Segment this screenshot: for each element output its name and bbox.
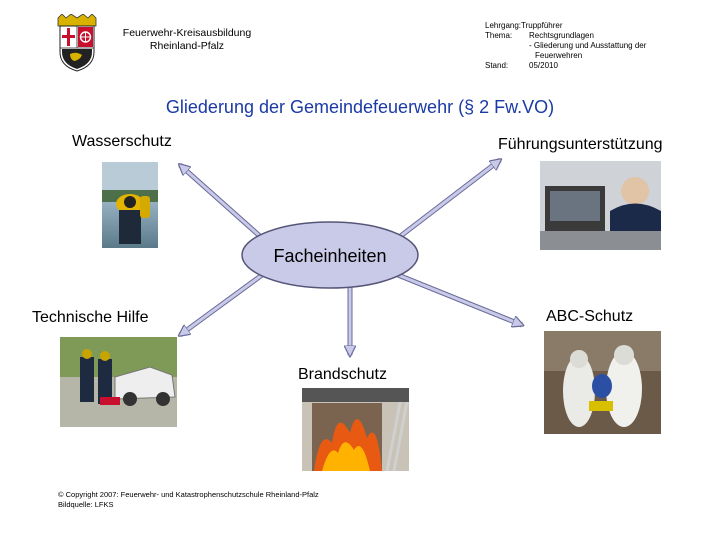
coat-of-arms-icon [52, 13, 102, 72]
topic-label: Thema: [485, 31, 513, 40]
date-label: Stand: [485, 61, 509, 70]
diver-photo [102, 162, 158, 248]
fire-photo [302, 388, 409, 471]
org-line-1: Feuerwehr-Kreisausbildung [122, 27, 252, 39]
course-info: Lehrgang: Truppführer Thema: Rechtsgrund… [485, 21, 685, 71]
command-photo [540, 161, 661, 250]
label-technische-hilfe: Technische Hilfe [32, 309, 149, 326]
label-abc: ABC-Schutz [546, 308, 634, 325]
footer: © Copyright 2007: Feuerwehr- und Katastr… [58, 490, 319, 510]
center-label: Facheinheiten [273, 245, 387, 266]
hazmat-photo [544, 331, 661, 434]
date-value: 05/2010 [529, 61, 558, 70]
rescue-photo [60, 337, 177, 427]
topic-line-3: Feuerwehren [535, 51, 583, 60]
center-ellipse [241, 221, 419, 289]
image-source-text: Bildquelle: LFKS [58, 500, 114, 509]
course-label: Lehrgang: [485, 21, 522, 30]
org-line-2: Rheinland-Pfalz [149, 40, 225, 52]
slide-title: Gliederung der Gemeindefeuerwehr (§ 2 Fw… [165, 97, 555, 117]
label-wasserschutz: Wasserschutz [72, 133, 172, 150]
copyright-text: © Copyright 2007: Feuerwehr- und Katastr… [58, 490, 319, 499]
label-brandschutz: Brandschutz [298, 366, 387, 383]
org-header: Feuerwehr-Kreisausbildung Rheinland-Pfal… [117, 27, 257, 53]
topic-line-1: Rechtsgrundlagen [529, 31, 594, 40]
course-value: Truppführer [521, 21, 563, 30]
label-fuehrung: Führungsunterstützung [498, 136, 663, 153]
topic-line-2: - Gliederung und Ausstattung der [529, 41, 647, 50]
